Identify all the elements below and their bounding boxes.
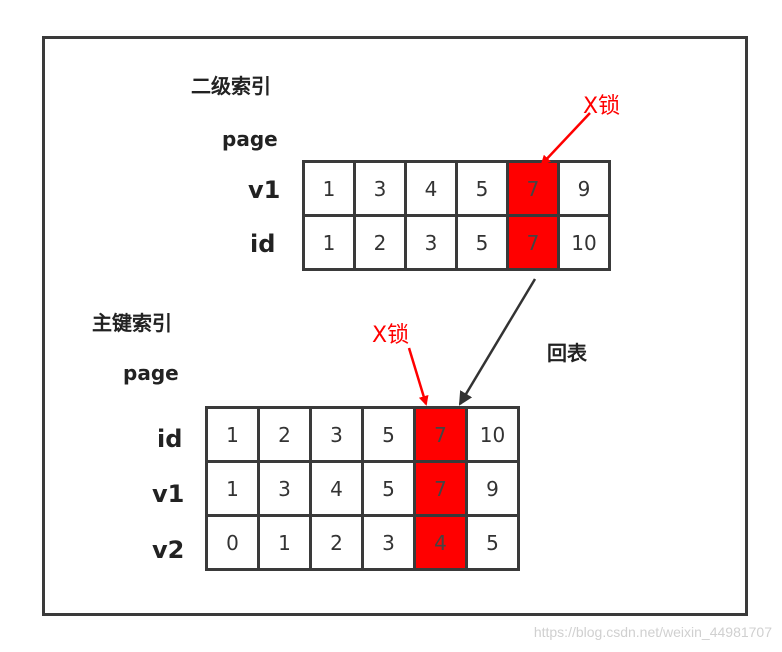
back-to-table-arrow: [458, 278, 537, 406]
primary-row-label-v1: v1: [152, 480, 185, 508]
primary-cell-id-1: 2: [260, 409, 312, 463]
primary-row-label-id: id: [157, 425, 183, 453]
secondary-cell-id-2: 3: [407, 217, 458, 271]
back-to-table-label: 回表: [547, 341, 587, 365]
diagram-frame: [42, 36, 748, 616]
secondary-cell-v1-1: 3: [356, 163, 407, 217]
primary-cell-v1-5: 9: [468, 463, 520, 517]
secondary-cell-id-4: 7: [509, 217, 560, 271]
secondary-cell-v1-3: 5: [458, 163, 509, 217]
secondary-lock-arrow: [540, 112, 591, 166]
primary-cell-id-4: 7: [416, 409, 468, 463]
primary-cell-v1-3: 5: [364, 463, 416, 517]
primary-index-title: 主键索引: [92, 311, 172, 335]
primary-cell-v1-1: 3: [260, 463, 312, 517]
secondary-index-page-label: page: [222, 127, 278, 151]
primary-cell-v1-0: 1: [208, 463, 260, 517]
primary-lock-arrow: [407, 347, 429, 406]
secondary-row-label-v1: v1: [248, 176, 281, 204]
primary-lock-label: X锁: [372, 323, 410, 348]
primary-cell-id-3: 5: [364, 409, 416, 463]
primary-cell-id-5: 10: [468, 409, 520, 463]
primary-cell-v2-3: 3: [364, 517, 416, 571]
primary-cell-v2-0: 0: [208, 517, 260, 571]
secondary-row-label-id: id: [250, 230, 276, 258]
secondary-cell-id-3: 5: [458, 217, 509, 271]
primary-index-page-label: page: [123, 361, 179, 385]
primary-cell-v2-4: 4: [416, 517, 468, 571]
primary-cell-v1-2: 4: [312, 463, 364, 517]
secondary-cell-v1-5: 9: [560, 163, 611, 217]
secondary-cell-v1-0: 1: [305, 163, 356, 217]
secondary-index-title: 二级索引: [191, 74, 271, 98]
secondary-cell-v1-4: 7: [509, 163, 560, 217]
secondary-cell-id-1: 2: [356, 217, 407, 271]
primary-cell-v2-1: 1: [260, 517, 312, 571]
secondary-cell-id-0: 1: [305, 217, 356, 271]
primary-row-label-v2: v2: [152, 536, 185, 564]
watermark: https://blog.csdn.net/weixin_44981707: [533, 624, 772, 640]
primary-cell-v1-4: 7: [416, 463, 468, 517]
primary-cell-id-2: 3: [312, 409, 364, 463]
secondary-cell-id-5: 10: [560, 217, 611, 271]
primary-cell-v2-5: 5: [468, 517, 520, 571]
primary-cell-id-0: 1: [208, 409, 260, 463]
secondary-cell-v1-2: 4: [407, 163, 458, 217]
primary-cell-v2-2: 2: [312, 517, 364, 571]
